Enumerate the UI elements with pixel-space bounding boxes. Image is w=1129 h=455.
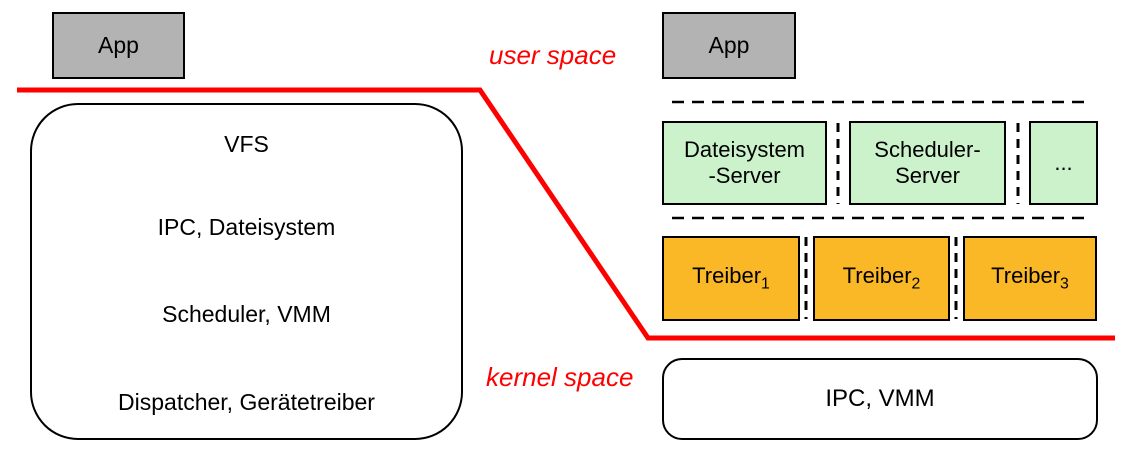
driver-label: Treiber1 bbox=[692, 263, 770, 293]
server-label-line1: Dateisystem bbox=[683, 136, 806, 162]
driver-subscript: 1 bbox=[761, 275, 770, 293]
user-space-label: user space bbox=[489, 40, 617, 70]
driver-box-3: Treiber3 bbox=[963, 236, 1097, 321]
microkernel-box: IPC, VMM bbox=[662, 358, 1098, 440]
right-app-box: App bbox=[662, 12, 796, 79]
driver-box-1: Treiber1 bbox=[662, 236, 800, 321]
driver-box-2: Treiber2 bbox=[813, 236, 950, 321]
left-app-label: App bbox=[98, 32, 139, 58]
layer-scheduler-vmm: Scheduler, VMM bbox=[162, 301, 331, 327]
layer-dispatcher-geraetetreiber: Dispatcher, Gerätetreiber bbox=[118, 389, 375, 415]
server-box-scheduler: Scheduler- Server bbox=[849, 121, 1006, 205]
microkernel-label: IPC, VMM bbox=[825, 385, 935, 412]
server-label-line2: Server bbox=[895, 163, 960, 188]
driver-label: Treiber2 bbox=[842, 263, 921, 293]
layer-ipc-dateisystem: IPC, Dateisystem bbox=[157, 214, 336, 240]
driver-subscript: 3 bbox=[1060, 275, 1069, 293]
monolithic-kernel-box bbox=[30, 103, 463, 440]
left-app-box: App bbox=[52, 12, 185, 79]
server-label-line1: Scheduler- bbox=[874, 136, 981, 162]
server-box-ellipsis: ... bbox=[1029, 121, 1098, 205]
kernel-space-label: kernel space bbox=[486, 362, 634, 392]
server-label-line1: ... bbox=[1054, 149, 1073, 175]
layer-vfs: VFS bbox=[224, 131, 269, 157]
right-app-label: App bbox=[708, 32, 750, 58]
server-box-dateisystem: Dateisystem -Server bbox=[662, 121, 827, 205]
driver-subscript: 2 bbox=[911, 275, 921, 293]
driver-label: Treiber3 bbox=[991, 263, 1069, 293]
server-label-line2: -Server bbox=[708, 163, 781, 188]
